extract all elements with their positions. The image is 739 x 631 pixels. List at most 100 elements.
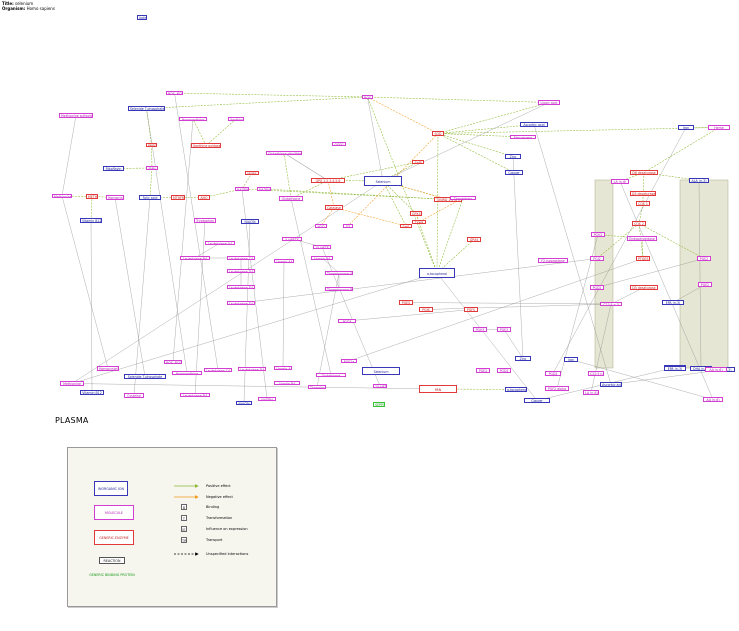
node-mol[interactable]: Manganese <box>510 135 536 139</box>
node-mol[interactable]: ROS <box>362 95 373 99</box>
node-mol[interactable]: Tryptophan <box>194 218 216 223</box>
node-inorg[interactable]: ALA (n-3) <box>689 178 709 183</box>
node-mol[interactable]: Homocysteine <box>97 366 119 371</box>
node-enz[interactable]: MTHFR <box>171 195 185 200</box>
node-inorg[interactable]: Iodine <box>137 15 147 20</box>
node-inorg[interactable]: Selenium <box>364 176 402 186</box>
node-mol[interactable]: Methionine sulfoxide <box>59 113 93 118</box>
node-mol[interactable]: Cysteine <box>124 393 144 398</box>
node-inorg[interactable]: Vitamin B12 <box>80 390 104 395</box>
node-enz[interactable]: PGES <box>399 300 413 305</box>
node-inorg[interactable]: Riboflavin <box>103 166 124 171</box>
node-enz[interactable]: COX 1 <box>636 201 650 206</box>
node-inorg[interactable]: Ascorbic acid <box>600 382 622 387</box>
node-mol[interactable]: PGF2 alpha <box>545 386 569 391</box>
node-mol[interactable]: Leukotriene E4 <box>227 301 255 305</box>
node-mol[interactable]: F2-isoprostane <box>538 258 568 263</box>
node-enz[interactable]: TXNR <box>412 220 426 224</box>
node-mol[interactable]: PGD2 <box>497 368 511 373</box>
node-inorg[interactable]: EPA (n-3) <box>664 366 686 371</box>
node-mol[interactable]: PGE2 <box>476 368 490 373</box>
node-inorg[interactable]: a-tocopherol <box>505 387 527 392</box>
node-enz[interactable]: D6 desaturase <box>630 170 658 175</box>
node-enz[interactable]: PTGES <box>636 256 650 261</box>
node-mol[interactable]: O2 <box>343 224 353 228</box>
node-mol[interactable]: Xanthine <box>228 117 244 121</box>
node-mol[interactable]: PGE2 <box>697 256 711 261</box>
node-inorg[interactable]: a-tocopherol <box>419 268 455 278</box>
node-mol[interactable]: C22:5 n-3 <box>588 371 604 376</box>
node-inorg[interactable]: Zinc <box>515 356 531 361</box>
node-enz[interactable]: D5 desaturase <box>630 285 658 290</box>
node-mol[interactable]: PGD3 <box>338 319 356 323</box>
node-inorg[interactable]: Ascorbic acid <box>520 122 548 127</box>
node-enz[interactable]: SelP <box>412 160 424 164</box>
node-mol[interactable]: Leukotriene A4 <box>205 241 235 245</box>
node-mol[interactable]: LA (n-6) <box>611 179 629 184</box>
node-enz[interactable]: COX 2 <box>632 221 646 226</box>
node-mol[interactable]: Thioredoxin <box>450 196 476 200</box>
node-mol[interactable]: Homocysteine <box>106 195 124 200</box>
node-enz[interactable]: D5 desaturase <box>630 191 656 196</box>
node-mol[interactable]: Hypoxanthine <box>172 371 202 375</box>
node-inorg[interactable]: Zinc <box>505 154 521 159</box>
node-mol[interactable]: H2O <box>315 224 327 228</box>
node-mol[interactable]: ROS, RCS <box>166 91 183 95</box>
node-inorg[interactable]: Iron <box>678 125 694 130</box>
node-mol[interactable]: Leukotriene C4 <box>227 256 255 260</box>
node-inorg[interactable]: NIACIN <box>241 219 259 224</box>
node-mol[interactable]: Endoperoxidase <box>627 236 657 241</box>
node-inorg[interactable]: Selenide T-phosphate <box>124 374 166 379</box>
node-enz[interactable]: Catalase <box>325 205 343 210</box>
node-mol[interactable]: Leukotriene B4 <box>180 393 210 397</box>
node-mol[interactable]: Leukotriene D4 <box>238 367 266 371</box>
node-enz[interactable]: PGIS <box>419 307 433 312</box>
node-mol[interactable]: 5-HPETE <box>282 237 302 241</box>
node-mol[interactable]: PGH2 <box>591 232 605 237</box>
node-mol[interactable]: FMN <box>146 166 158 170</box>
node-mol[interactable]: PGD2 <box>590 285 604 290</box>
node-mol[interactable]: Thromboxane B2 <box>325 287 353 291</box>
node-mol[interactable]: NADPH <box>258 397 276 401</box>
node-enz[interactable]: METH <box>86 194 98 199</box>
node-mol[interactable]: NADPH <box>235 187 249 191</box>
node-mol[interactable]: PGE2a <box>341 359 357 363</box>
node-mol[interactable]: Leukotriene B4 <box>180 256 210 260</box>
node-mol[interactable]: Lipoic acid <box>538 100 560 105</box>
node-inorg[interactable]: NIACIN <box>236 401 252 405</box>
node-inorg[interactable]: Selenium <box>362 367 400 375</box>
node-mol[interactable]: Lipoxin B4 <box>274 381 300 385</box>
node-enz[interactable]: AHO <box>198 195 210 200</box>
node-mol[interactable]: Thromboxane A2 <box>325 271 353 275</box>
node-mol[interactable]: Glutathione <box>316 373 346 377</box>
node-enz[interactable]: PRPS <box>146 143 157 147</box>
node-enz[interactable]: GPX4 <box>467 237 481 242</box>
node-enz[interactable]: PGFS <box>464 307 478 312</box>
node-mol[interactable]: Heme <box>708 125 730 130</box>
node-mol[interactable]: Lipoxin B4 <box>311 256 333 260</box>
node-mol[interactable]: 15-HETE <box>373 384 387 388</box>
node-gbp[interactable]: SEPP1 <box>373 402 385 407</box>
node-enz[interactable]: MSRB <box>245 171 259 175</box>
node-mol[interactable]: Hypoxanthine <box>179 117 207 121</box>
node-enz[interactable]: GPX4 <box>410 211 422 216</box>
node-enz[interactable]: Xanthine oxidase <box>191 143 221 148</box>
node-enz[interactable]: SOD <box>432 131 444 136</box>
node-mol[interactable]: Methionine <box>52 194 72 198</box>
node-inorg[interactable]: Vitamin B12 <box>80 218 102 223</box>
node-mol[interactable]: PGE3 <box>497 327 511 332</box>
node-mol[interactable]: Methionine <box>60 381 84 386</box>
node-inorg[interactable]: Iron <box>564 357 578 362</box>
node-mol[interactable]: Glutathione <box>279 196 303 201</box>
node-mol[interactable]: Glutathione disulfide <box>266 151 302 155</box>
node-mol[interactable]: AA (n-6) <box>703 397 723 402</box>
node-mol[interactable]: GSSG <box>332 142 346 146</box>
node-mol[interactable]: Thromboxane A2 <box>308 385 326 389</box>
node-mol[interactable]: LA (n-6) <box>583 390 599 395</box>
node-enz[interactable]: GPX 1,2,3,4,5,6 <box>311 178 345 183</box>
node-mol[interactable]: PGD2 <box>545 371 561 376</box>
node-mol[interactable]: PGE2 <box>698 282 712 287</box>
node-inorg[interactable]: Folic acid <box>139 195 161 200</box>
node-mol[interactable]: Leukotriene E4 <box>227 285 255 289</box>
node-enz[interactable]: SelS <box>400 224 412 228</box>
